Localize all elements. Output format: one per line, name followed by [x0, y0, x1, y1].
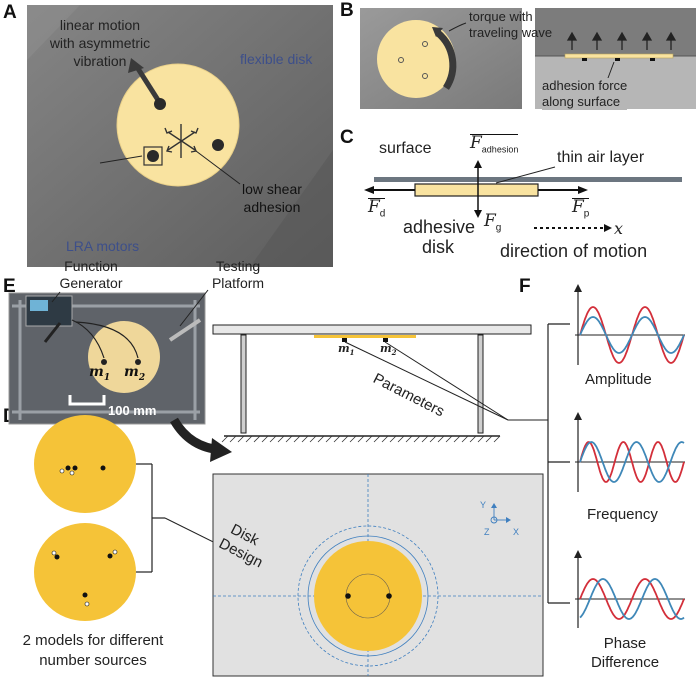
linear-motion-label: linear motion with asymmetric vibration — [49, 17, 151, 69]
axis-y-label: Y — [480, 500, 487, 510]
model-disk-1 — [34, 415, 136, 513]
photo-m1-label: m1 — [89, 364, 111, 383]
parameters-bracket — [547, 323, 570, 604]
motor-dot-1 — [154, 98, 166, 110]
adhesive-disk-shape — [414, 183, 539, 197]
f-adhesion-label: Fadhesion — [470, 134, 519, 158]
panel-label-b: B — [340, 0, 354, 21]
testing-platform-label: Testing Platform — [211, 258, 265, 291]
frequency-plot — [574, 412, 685, 492]
platform-m2-label: m2 — [380, 342, 397, 358]
lra-motors-label: LRA motors — [66, 238, 140, 254]
platform-leg-left — [240, 334, 247, 434]
torque-arc-icon — [435, 30, 457, 90]
phase-difference-label: Phase Difference — [590, 635, 660, 671]
axes-gizmo-icon — [490, 506, 508, 524]
motor-dot-2 — [212, 139, 224, 151]
scale-label: 100 mm — [108, 403, 157, 418]
f-p-label: Fp — [572, 198, 590, 222]
models-bracket — [136, 463, 165, 573]
platform-m1-label: m1 — [338, 342, 355, 358]
adhesion-arrows-icon — [566, 31, 677, 50]
panel-b-film — [564, 53, 674, 59]
thin-air-label: thin air layer — [557, 149, 645, 166]
motor-dot-3 — [147, 150, 159, 162]
function-generator-label: Function Generator — [59, 258, 123, 291]
amplitude-label: Amplitude — [585, 371, 652, 388]
panel-b-disk — [377, 20, 455, 98]
design-disk — [314, 541, 422, 651]
f-d-label: Fd — [368, 198, 386, 222]
model-disk-2 — [34, 523, 136, 621]
phase-plot — [574, 550, 685, 628]
panel-label-a: A — [3, 2, 17, 23]
panel-label-c: C — [340, 127, 354, 148]
panel-label-e: E — [3, 276, 16, 297]
low-shear-label: low shear adhesion — [242, 181, 302, 215]
axis-z-label: Z — [484, 527, 490, 537]
f-g-label: Fg — [484, 211, 502, 234]
amplitude-plot — [574, 284, 685, 365]
panel-label-f: F — [519, 276, 531, 297]
scale-bar — [68, 395, 106, 406]
axis-x-label: X — [513, 527, 520, 537]
torque-label: torque with traveling wave — [469, 9, 553, 40]
models-label: 2 models for different number sources — [22, 632, 164, 669]
frequency-label: Frequency — [587, 506, 658, 523]
motion-arrow-icon — [134, 65, 161, 102]
panel-e-disk — [88, 321, 160, 393]
photo-m2-label: m2 — [124, 364, 146, 383]
direction-of-motion-label: direction of motion — [500, 241, 648, 261]
lra-motor-box — [143, 146, 163, 166]
adhesion-force-label: adhesion force along surface — [542, 78, 628, 110]
platform-film — [314, 335, 416, 338]
adhesive-disk-label: adhesive disk — [403, 217, 476, 257]
surface-label: surface — [379, 140, 432, 157]
platform-leg-right — [477, 334, 484, 434]
flexible-disk — [116, 63, 240, 187]
flexible-disk-label: flexible disk — [240, 51, 313, 67]
x-axis-label: x — [614, 219, 624, 238]
surface-bar — [374, 177, 682, 182]
platform-top — [212, 324, 532, 335]
